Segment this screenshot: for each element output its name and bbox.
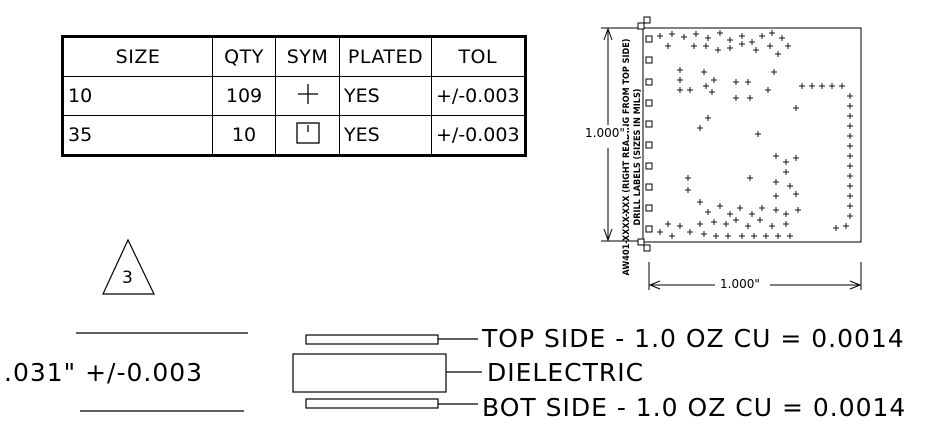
dielectric-label: DIELECTRIC [487, 358, 645, 387]
col-qty-header: QTY [212, 36, 276, 77]
col-plated-header: PLATED [339, 36, 432, 77]
drill-table-header: SIZE QTY SYM PLATED TOL [62, 36, 526, 77]
table-row: 35 10 YES +/-0.003 [62, 115, 526, 156]
size-cell: 35 [62, 115, 213, 156]
height-dim-label: 1.000" [583, 126, 627, 140]
top-side-label: TOP SIDE - 1.0 OZ CU = 0.0014 [482, 324, 905, 353]
stackup-graphics [76, 332, 482, 412]
width-dimension [648, 262, 862, 290]
plus-symbol-icon [275, 76, 340, 116]
height-dimension [601, 27, 643, 242]
note-flag-triangle [102, 238, 155, 295]
bottom-side-label: BOT SIDE - 1.0 OZ CU = 0.0014 [482, 393, 907, 422]
square-drill-marks [637, 16, 653, 252]
plus-drill-marks [657, 30, 853, 239]
square-symbol-icon [275, 115, 340, 156]
board-thickness: .031" +/-0.003 [4, 358, 204, 387]
width-dim-label: 1.000" [718, 277, 762, 291]
note-flag-number: 3 [122, 268, 133, 288]
tol-cell: +/-0.003 [431, 115, 526, 156]
drill-table: SIZE QTY SYM PLATED TOL 10 109 YES +/-0.… [61, 35, 527, 157]
tol-cell: +/-0.003 [431, 76, 526, 116]
board-outline [642, 27, 862, 243]
plated-cell: YES [339, 115, 432, 156]
